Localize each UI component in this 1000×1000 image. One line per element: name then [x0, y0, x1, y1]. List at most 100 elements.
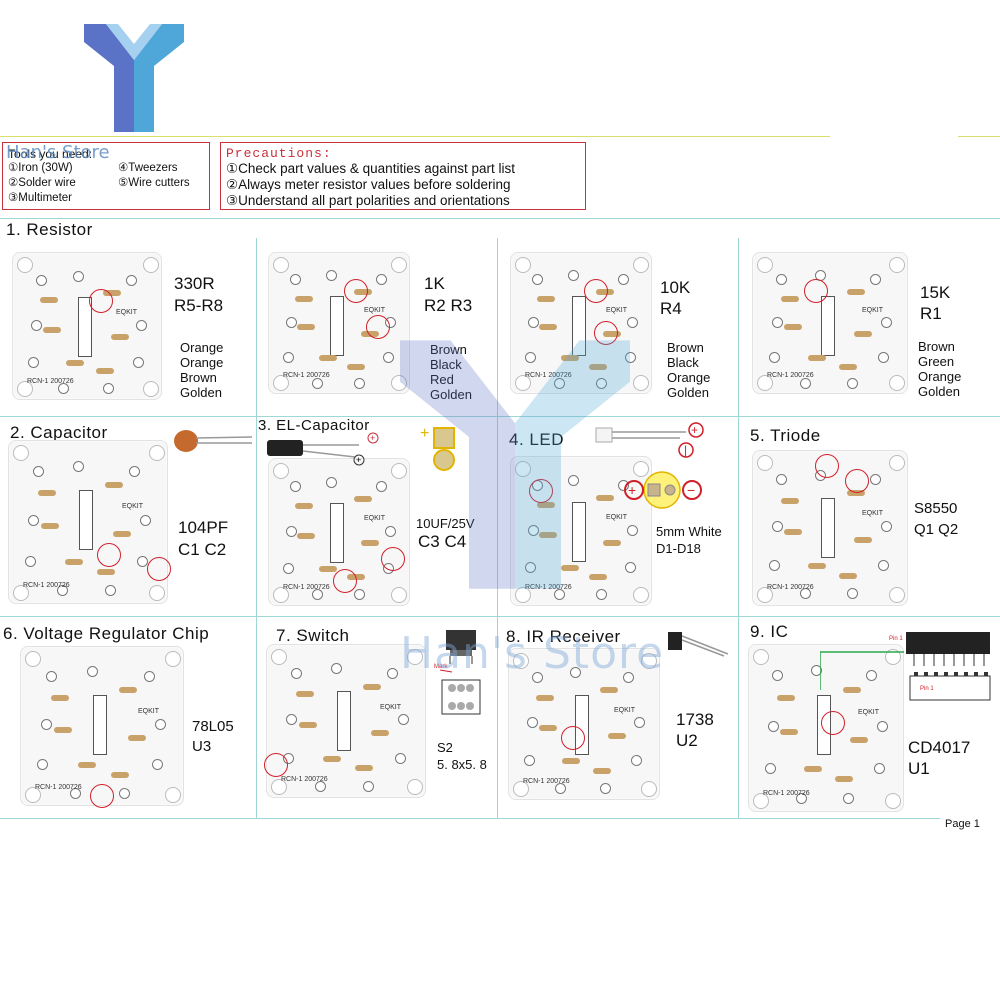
- mounting-hole: [633, 375, 649, 391]
- tool-item: ④Tweezers: [118, 162, 178, 174]
- highlight-circle: [529, 479, 553, 503]
- ic-footprint: [330, 295, 344, 356]
- svg-text:+: +: [628, 482, 636, 498]
- resistor-footprint: [842, 687, 861, 693]
- band-color: Brown: [667, 340, 704, 355]
- triode-value: S8550: [914, 500, 958, 517]
- ic-footprint: [572, 502, 586, 562]
- svg-text:−: −: [687, 482, 695, 498]
- led-footprint: [624, 352, 636, 364]
- mounting-hole: [889, 375, 905, 391]
- regulator-ref: U3: [192, 738, 212, 755]
- grid-line: [0, 616, 1000, 617]
- mounting-hole: [149, 445, 165, 461]
- led-footprint: [528, 316, 540, 328]
- mounting-hole: [273, 257, 289, 273]
- resistor-ref: R2 R3: [424, 296, 473, 315]
- led-footprint: [617, 274, 629, 286]
- led-footprint: [73, 460, 84, 472]
- led-footprint: [776, 274, 788, 286]
- resistor-footprint: [539, 532, 558, 538]
- highlight-circle: [89, 289, 113, 313]
- precautions-title: Precautions:: [226, 146, 332, 161]
- mounting-hole: [513, 781, 529, 797]
- resistor-value: 1K: [424, 274, 445, 293]
- band-color: Brown: [180, 370, 217, 385]
- ir-receiver-icon: [668, 632, 729, 657]
- led-polarity-icon: + | + −: [595, 422, 704, 509]
- led-footprint: [25, 555, 36, 567]
- resistor-footprint: [113, 531, 131, 538]
- watermark-text: Han's Store: [6, 142, 110, 163]
- mounting-hole: [391, 257, 407, 273]
- mounting-hole: [633, 257, 649, 273]
- resistor-footprint: [603, 539, 622, 546]
- mounting-hole: [143, 381, 159, 397]
- resistor-footprint: [299, 722, 317, 728]
- switch-mark-label: Mark: [434, 664, 448, 670]
- board-label: RCN-1 200726: [767, 372, 814, 379]
- led-footprint: [35, 275, 47, 287]
- resistor-footprint: [784, 324, 803, 330]
- led-footprint: [37, 759, 49, 770]
- led-footprint: [286, 316, 298, 328]
- section-title-ic: 9. IC: [750, 622, 789, 641]
- led-footprint: [86, 666, 98, 678]
- grid-line: [497, 238, 498, 818]
- board-brand: EQKIT: [861, 510, 883, 518]
- precaution-item: ①Check part values & quantities against …: [226, 161, 515, 176]
- led-footprint: [385, 525, 397, 537]
- board-label: RCN-1 200726: [767, 584, 814, 591]
- led-footprint: [554, 782, 566, 794]
- highlight-circle: [561, 726, 585, 750]
- resistor-footprint: [65, 559, 83, 566]
- ic-footprint: [821, 497, 835, 558]
- resistor-footprint: [110, 334, 129, 341]
- resistor-footprint: [607, 732, 626, 739]
- mounting-hole: [273, 375, 289, 391]
- mounting-hole: [391, 587, 407, 603]
- led-footprint: [524, 755, 536, 767]
- led-footprint: [600, 782, 612, 794]
- led-footprint: [772, 670, 784, 682]
- mounting-hole: [391, 463, 407, 479]
- board-label: RCN-1 200726: [281, 776, 328, 783]
- resistor-ref: R4: [660, 299, 682, 318]
- store-logo-icon: [84, 24, 184, 132]
- band-color: Black: [430, 357, 462, 372]
- header-rule: [0, 136, 830, 137]
- resistor-footprint: [536, 694, 555, 701]
- led-footprint: [395, 752, 406, 764]
- mounting-hole: [633, 587, 649, 603]
- resistor-footprint: [850, 737, 869, 744]
- mounting-hole: [889, 257, 905, 273]
- led-footprint: [627, 524, 639, 536]
- resistor-value: 330R: [174, 274, 215, 293]
- led-footprint: [152, 759, 164, 770]
- highlight-circle: [821, 711, 845, 735]
- led-footprint: [623, 671, 634, 683]
- led-footprint: [771, 521, 783, 533]
- mounting-hole: [165, 787, 181, 803]
- resistor-footprint: [539, 324, 558, 330]
- resistor-footprint: [536, 295, 555, 302]
- regulator-value: 78L05: [192, 718, 234, 735]
- ic-footprint: [337, 691, 351, 752]
- led-footprint: [119, 787, 131, 799]
- mounting-hole: [885, 649, 901, 665]
- resistor-footprint: [834, 776, 853, 783]
- resistor-footprint: [43, 327, 61, 333]
- ic-pinout-icon: [820, 632, 991, 701]
- mounting-hole: [25, 651, 41, 667]
- board-brand: EQKIT: [363, 306, 385, 314]
- board-brand: EQKIT: [115, 309, 137, 317]
- highlight-circle: [815, 454, 839, 478]
- led-footprint: [880, 521, 892, 533]
- led-footprint: [553, 589, 565, 600]
- resistor-footprint: [803, 765, 822, 772]
- led-footprint: [103, 383, 114, 395]
- ceramic-capacitor-icon: [174, 430, 253, 452]
